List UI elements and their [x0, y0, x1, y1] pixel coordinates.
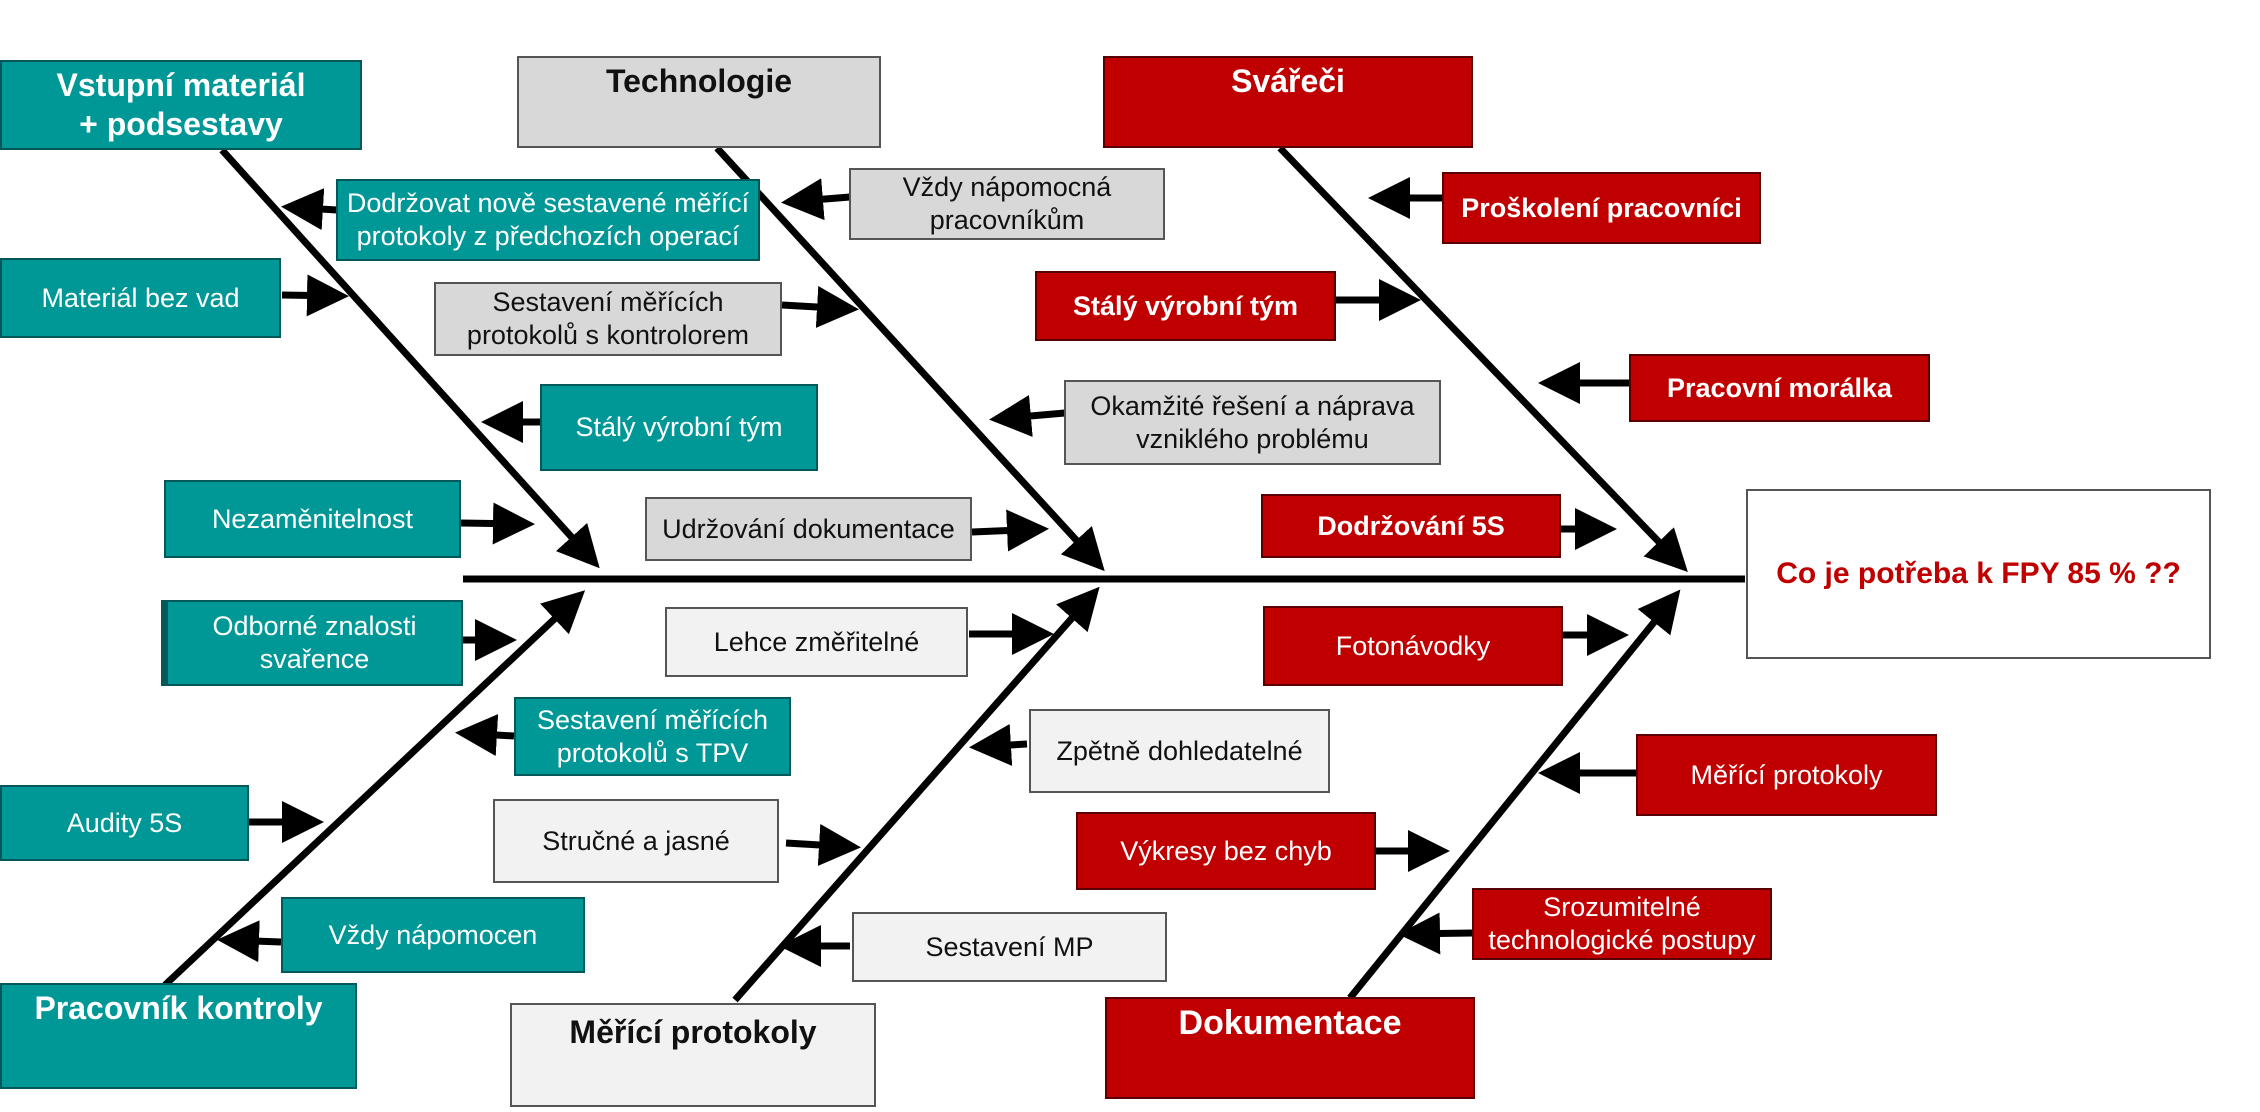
effect-box: Co je potřeba k FPY 85 % ??: [1746, 489, 2211, 659]
category-label: Měřící protokoly: [569, 1014, 817, 1050]
cause-odborne-znalosti: Odborné znalosti svařence: [166, 600, 463, 686]
cause-srozumitelne-postupy: Srozumitelné technologické postupy: [1472, 888, 1772, 960]
cause-proskoleni-pracovnici: Proškolení pracovníci: [1442, 172, 1761, 244]
cause-pracovni-moralka: Pracovní morálka: [1629, 354, 1930, 422]
cause-zpetne-dohledatelne: Zpětně dohledatelné: [1029, 709, 1330, 793]
arrow: [781, 178, 851, 221]
cause-staly-vyrobni-tym-svareci: Stálý výrobní tým: [1035, 271, 1336, 341]
cause-sestaveni-mp: Sestavení MP: [852, 912, 1167, 982]
arrow: [781, 286, 859, 328]
arrow: [217, 920, 282, 963]
cause-sestaveni-s-kontrolorem: Sestavení měřících protokolů s kontrolor…: [434, 282, 782, 356]
category-svareci: Svářeči: [1103, 56, 1473, 148]
cause-nezamenitelnost: Nezaměnitelnost: [164, 480, 461, 558]
cause-audity-5s: Audity 5S: [0, 785, 249, 861]
cause-lehce-zmeritelne: Lehce změřitelné: [665, 607, 968, 677]
cause-vykresy-bez-chyb: Výkresy bez chyb: [1076, 812, 1376, 890]
cause-dodrzovani-5s: Dodržování 5S: [1261, 494, 1561, 558]
arrow: [455, 714, 515, 756]
cause-vzdy-napomocna: Vždy nápomocná pracovníkům: [849, 168, 1165, 240]
arrow: [971, 509, 1049, 552]
arrow: [281, 188, 338, 231]
category-label: Vstupní materiál + podsestavy: [56, 66, 306, 142]
arrow: [460, 502, 535, 545]
arrow: [281, 274, 349, 317]
cause-staly-vyrobni-tym: Stálý výrobní tým: [540, 384, 818, 471]
arrow: [1398, 912, 1473, 955]
cause-vzdy-napomocen: Vždy nápomocen: [281, 897, 585, 973]
arrow: [969, 723, 1028, 766]
cause-udrzovani-dokumentace: Udržování dokumentace: [645, 497, 972, 561]
category-dokumentace: Dokumentace: [1105, 997, 1475, 1099]
arrow: [989, 395, 1066, 437]
cause-dodrzovat-protokoly: Dodržovat nově sestavené měřící protokol…: [336, 179, 760, 261]
category-pracovnik-kontroly: Pracovník kontroly: [0, 983, 357, 1089]
effect-label: Co je potřeba k FPY 85 % ??: [1776, 556, 2181, 590]
cause-merici-protokoly: Měřící protokoly: [1636, 734, 1937, 816]
cause-strucne-a-jasne: Stručné a jasné: [493, 799, 779, 883]
cause-okamzite-reseni: Okamžité řešení a náprava vzniklého prob…: [1064, 380, 1441, 465]
cause-material-bez-vad: Materiál bez vad: [0, 258, 281, 338]
category-vstupni-material: Vstupní materiál + podsestavy: [0, 60, 362, 150]
category-label: Technologie: [605, 63, 793, 99]
category-label: Svářeči: [1231, 63, 1345, 99]
bone-svareci: [1277, 145, 1688, 573]
cause-fotonavodky: Fotonávodky: [1263, 606, 1563, 686]
category-merici-protokoly: Měřící protokoly: [510, 1003, 876, 1107]
category-label: Dokumentace: [1178, 1004, 1402, 1042]
cause-sestaveni-s-tpv: Sestavení měřících protokolů s TPV: [514, 697, 791, 776]
bone-technologie: [714, 145, 1105, 572]
category-technologie: Technologie: [517, 56, 881, 148]
category-label: Pracovník kontroly: [34, 990, 323, 1026]
arrow: [785, 823, 861, 866]
